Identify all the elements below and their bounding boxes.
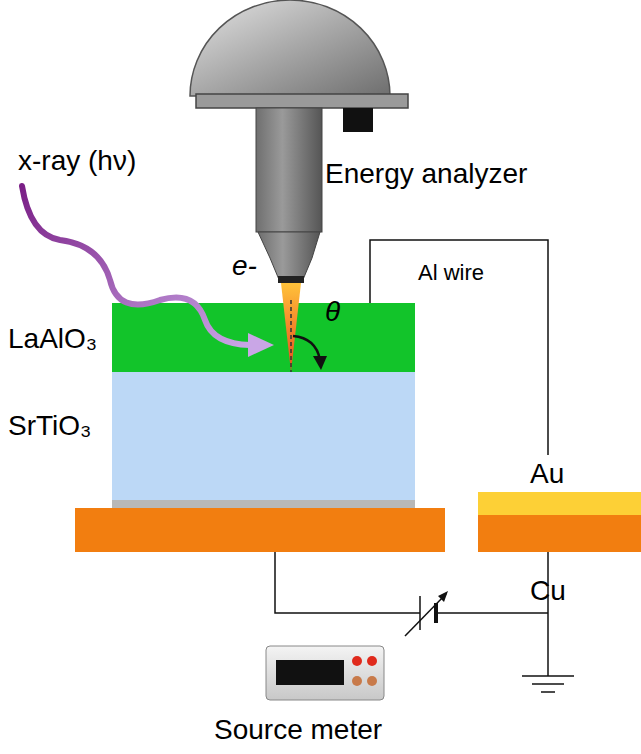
angle-label: θ xyxy=(325,296,340,328)
circuit-wire xyxy=(436,612,548,614)
wire-label: Al wire xyxy=(418,260,484,285)
srtio3-layer: SrTiO₃ xyxy=(112,372,415,500)
meter-button xyxy=(367,656,377,666)
srtio3-layer xyxy=(112,372,415,500)
source-meter-body xyxy=(266,646,384,700)
detector-box xyxy=(343,108,373,132)
analyzer-label: Energy analyzer xyxy=(325,158,527,190)
au-film xyxy=(478,492,641,515)
ground-symbol xyxy=(522,675,574,677)
meter-button xyxy=(367,676,377,686)
x-ray-label: x-ray (hν) xyxy=(18,145,136,177)
meter-label: Source meter xyxy=(214,714,382,746)
cu-plate xyxy=(75,508,445,552)
au-layer: Au xyxy=(478,492,641,515)
meter-button xyxy=(352,656,362,666)
x-ray-arrowhead xyxy=(248,333,274,357)
meter-button xyxy=(352,676,362,686)
ground-symbol xyxy=(532,683,564,685)
analyzer-dome xyxy=(190,0,390,96)
angle-arrowhead xyxy=(313,356,327,370)
al-wire xyxy=(370,240,548,455)
ground-symbol xyxy=(541,691,555,693)
analyzer-lens xyxy=(258,232,320,282)
ground-wire xyxy=(547,552,549,676)
analyzer-tip xyxy=(278,276,304,283)
cu-block xyxy=(478,515,641,552)
x-ray-wave xyxy=(22,186,250,345)
analyzer-plate xyxy=(196,94,408,108)
laalo3-layer: LaAlO₃ xyxy=(112,303,415,372)
layer-label: LaAlO₃ xyxy=(8,323,97,355)
meter-display xyxy=(276,660,344,685)
analyzer-column xyxy=(256,108,322,232)
variable-arrowhead xyxy=(438,591,448,602)
layer-label: Au xyxy=(530,458,564,490)
electron-beam xyxy=(281,283,301,372)
layer-label: SrTiO₃ xyxy=(8,410,91,442)
laalo3-layer xyxy=(112,303,415,372)
electron-label: e- xyxy=(232,250,257,282)
variable-arrow xyxy=(405,594,446,636)
cu-layer: Cu xyxy=(478,515,641,552)
layer-label: Cu xyxy=(530,575,566,607)
circuit-wire xyxy=(275,552,420,613)
normal-line xyxy=(290,300,292,372)
battery-plate xyxy=(419,596,421,630)
interface-layer xyxy=(112,500,415,508)
